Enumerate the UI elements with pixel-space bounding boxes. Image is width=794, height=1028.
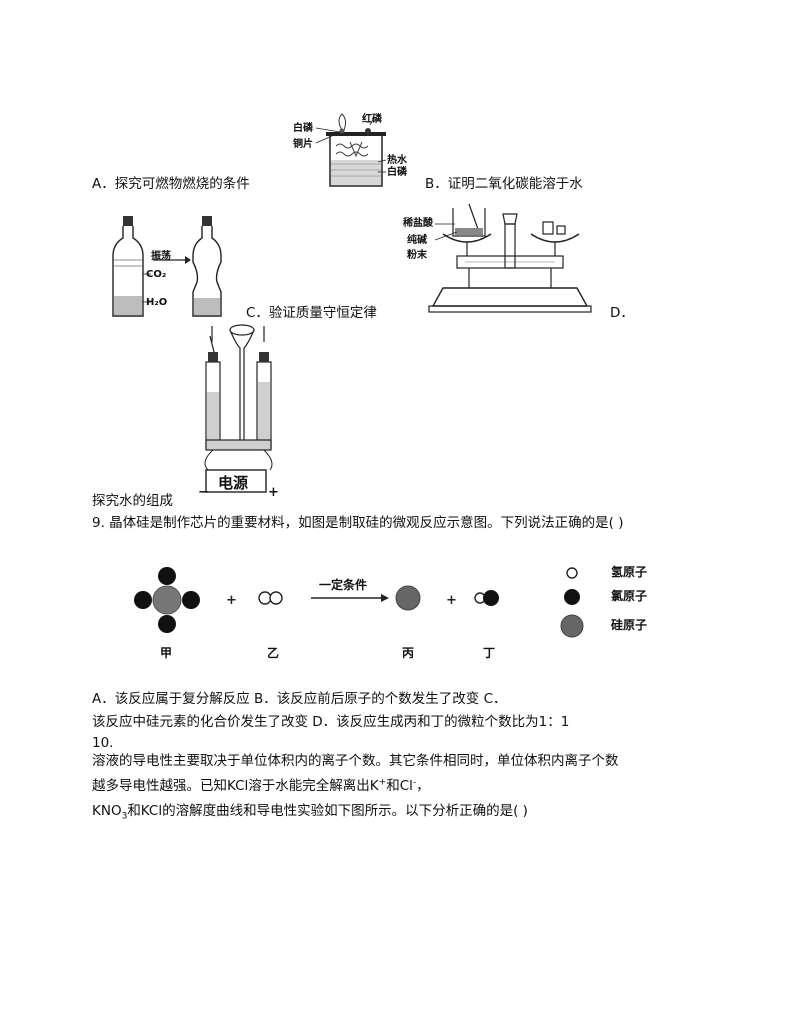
- label-ding: 丁: [483, 646, 496, 660]
- reaction-diagram: + +: [134, 567, 584, 638]
- label-plus: +: [268, 485, 279, 500]
- label-white-phosphorus-2: 白磷: [387, 167, 407, 178]
- q10-k-charge: +: [378, 777, 387, 788]
- question10-number: 10.: [92, 735, 114, 751]
- legend-hydrogen: 氢原子: [611, 565, 648, 579]
- option-c: C．验证质量守恒定律: [246, 305, 377, 321]
- copper-plate: [326, 132, 386, 136]
- label-white-phosphorus: 白磷: [293, 123, 313, 134]
- question10-line3: KNO3和KCl的溶解度曲线和导电性实验如下图所示。以下分析正确的是( ): [92, 803, 528, 822]
- question10-line2: 越多导电性越强。已知KCl溶于水能完全解离出K+和Cl-，: [92, 778, 430, 794]
- label-red-phosphorus: 红磷: [362, 114, 382, 125]
- q10-no3-subscript: 3: [121, 811, 128, 822]
- label-copper-plate: 铜片: [293, 139, 313, 150]
- question9-stem: 9. 晶体硅是制作芯片的重要材料，如图是制取硅的微观反应示意图。下列说法正确的是…: [92, 515, 624, 531]
- question9-options-line1: A．该反应属于复分解反应 B．该反应前后原子的个数发生了改变 C．: [92, 691, 507, 707]
- label-co2: CO₂: [146, 269, 167, 280]
- label-acid: 稀盐酸: [403, 218, 433, 229]
- q10-line2-pre: 越多导电性越强。已知KCl溶于水能完全解离出K: [92, 778, 379, 794]
- option-b: B．证明二氧化碳能溶于水: [425, 176, 583, 192]
- label-soda: 纯碱: [407, 235, 427, 246]
- co2-bottle-apparatus: [112, 216, 222, 317]
- q10-cl-charge: -: [412, 777, 417, 788]
- question9-options-line2: 该反应中硅元素的化合价发生了改变 D．该反应生成丙和丁的微粒个数比为1：1: [92, 714, 570, 730]
- balance-apparatus: [428, 203, 592, 313]
- legend-chlorine: 氯原子: [611, 589, 648, 603]
- label-powder: 粉末: [407, 250, 427, 261]
- flame-icon: [338, 113, 347, 131]
- option-d: D．: [610, 305, 634, 321]
- plus-sign-2: +: [446, 593, 457, 608]
- label-yi: 乙: [267, 646, 280, 660]
- option-a: A．探究可燃物燃烧的条件: [92, 176, 250, 192]
- label-power: 电源: [218, 474, 249, 492]
- legend-silicon: 硅原子: [611, 618, 648, 632]
- label-minus: −: [198, 485, 209, 500]
- label-shake: 振荡: [151, 251, 171, 262]
- electrolysis-apparatus: [204, 324, 273, 493]
- q10-line2-mid: 和Cl: [386, 778, 413, 794]
- question10-line1: 溶液的导电性主要取决于单位体积内的离子个数。其它条件相同时，单位体积内离子个数: [92, 753, 619, 769]
- q10-line3-pre: KNO: [92, 803, 122, 819]
- q10-line2-post: ，: [416, 778, 430, 794]
- reaction-condition: 一定条件: [319, 578, 368, 592]
- q10-line3-post: 和KCl的溶解度曲线和导电性实验如下图所示。以下分析正确的是( ): [127, 803, 528, 819]
- option-d-text: 探究水的组成: [92, 493, 173, 509]
- label-bing: 丙: [402, 646, 415, 660]
- burning-condition-apparatus: [315, 113, 387, 187]
- label-h2o: H₂O: [146, 297, 168, 308]
- plus-sign-1: +: [226, 593, 237, 608]
- label-jia: 甲: [160, 646, 173, 660]
- label-hot-water: 热水: [387, 155, 407, 166]
